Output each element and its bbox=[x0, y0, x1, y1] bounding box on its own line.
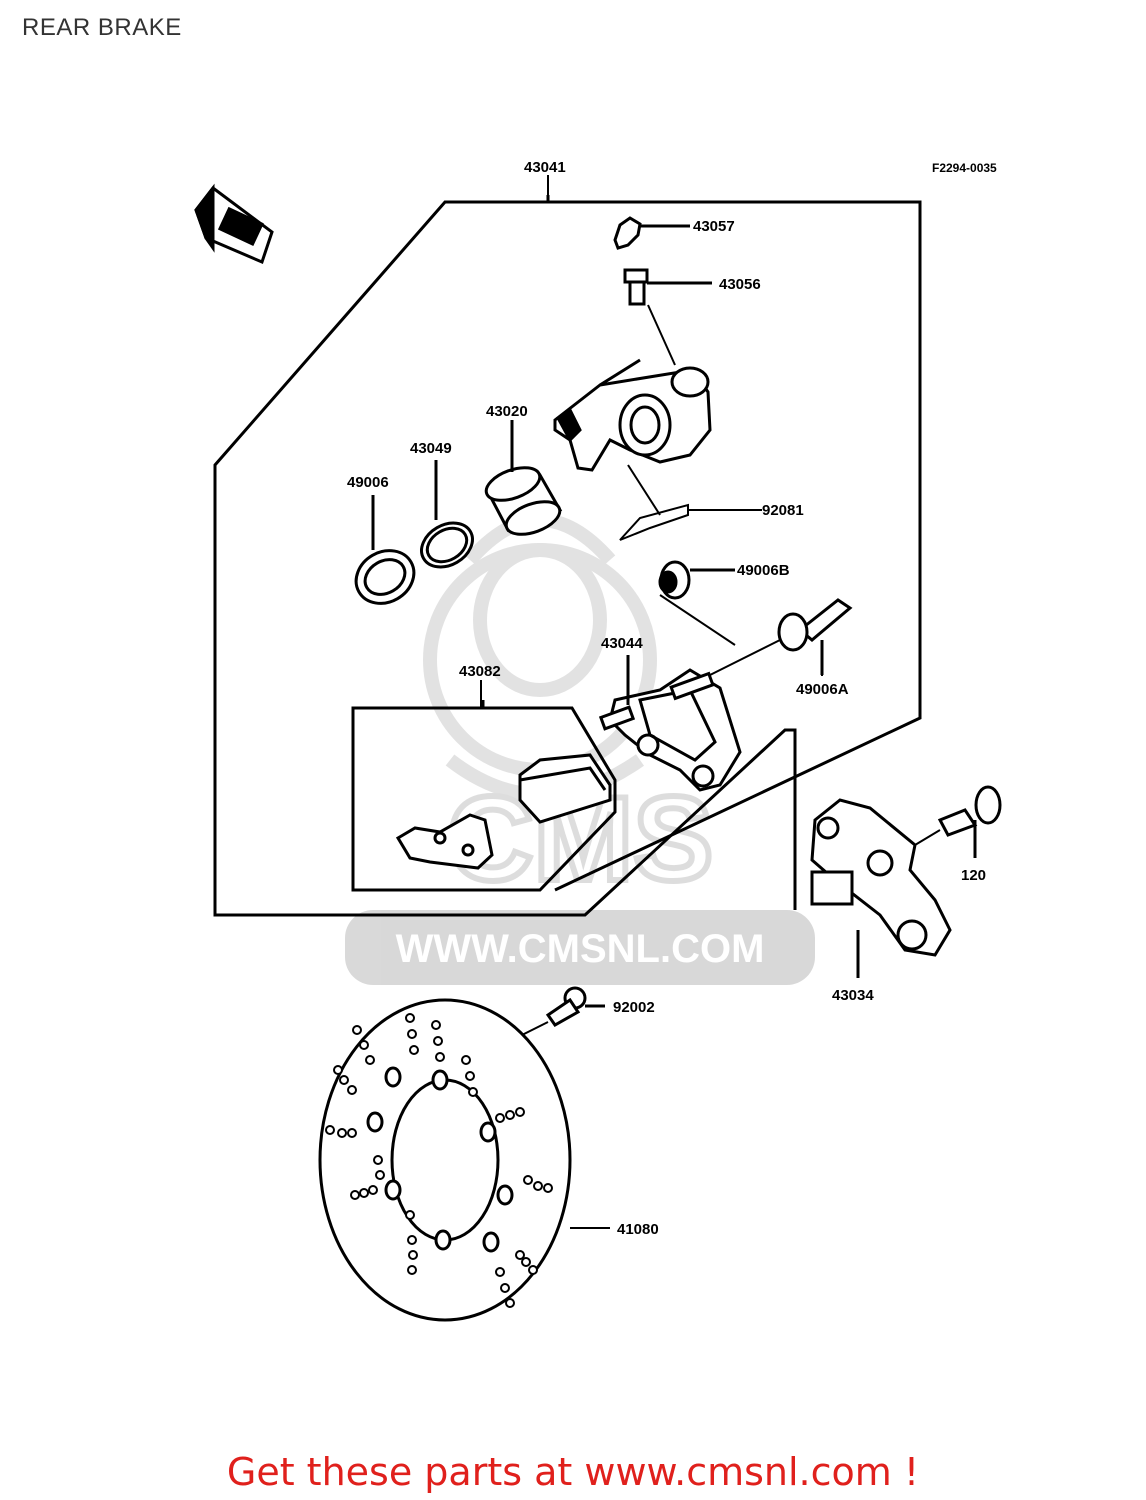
page-title: REAR BRAKE bbox=[22, 14, 182, 41]
caliper-assembly-outline bbox=[213, 195, 922, 917]
part-label-43082: 43082 bbox=[459, 663, 501, 680]
brake-pad-rear bbox=[395, 813, 494, 870]
brake-pad-front bbox=[518, 753, 612, 824]
part-label-92081: 92081 bbox=[762, 502, 804, 519]
front-arrow-icon bbox=[194, 183, 274, 265]
watermark-logo-icon bbox=[423, 513, 657, 802]
watermark-url: WWW.CMSNL.COM bbox=[396, 927, 765, 971]
part-label-43041: 43041 bbox=[524, 159, 566, 176]
slide-pin bbox=[699, 598, 853, 681]
figure-code: F2294-0035 bbox=[932, 161, 997, 175]
part-label-43044: 43044 bbox=[601, 635, 643, 652]
watermark: CMS WWW.CMSNL.COM bbox=[345, 513, 815, 985]
part-label-41080: 41080 bbox=[617, 1221, 659, 1238]
piston bbox=[484, 420, 563, 536]
part-label-43034: 43034 bbox=[832, 987, 874, 1004]
part-label-92002: 92002 bbox=[613, 999, 655, 1016]
anti-rattle-spring bbox=[619, 464, 762, 541]
part-label-49006B: 49006B bbox=[737, 562, 790, 579]
disc-mount-holes bbox=[366, 1066, 514, 1253]
watermark-url-plate bbox=[345, 910, 815, 985]
bolt-120 bbox=[914, 785, 1002, 858]
bleed-cap bbox=[613, 216, 690, 250]
part-label-43020: 43020 bbox=[486, 403, 528, 420]
part-label-120: 120 bbox=[961, 867, 986, 884]
disc-vent-holes bbox=[325, 1013, 553, 1308]
caliper-holder bbox=[598, 655, 742, 792]
pad-set-outline bbox=[351, 700, 617, 892]
dust-seal bbox=[354, 495, 416, 605]
part-label-43057: 43057 bbox=[693, 218, 735, 235]
caliper-bracket bbox=[810, 798, 952, 978]
brake-disc bbox=[318, 998, 610, 1322]
part-label-49006: 49006 bbox=[347, 474, 389, 491]
boot-b bbox=[658, 560, 736, 646]
part-label-43049: 43049 bbox=[410, 440, 452, 457]
part-label-43056: 43056 bbox=[719, 276, 761, 293]
leader-lines bbox=[480, 175, 823, 708]
disc-bolt bbox=[491, 986, 605, 1051]
part-label-49006A: 49006A bbox=[796, 681, 849, 698]
caliper-body bbox=[553, 358, 712, 472]
footer-link[interactable]: Get these parts at www.cmsnl.com ! bbox=[226, 1450, 920, 1494]
piston-seal bbox=[420, 460, 474, 569]
bleed-valve bbox=[623, 268, 712, 366]
